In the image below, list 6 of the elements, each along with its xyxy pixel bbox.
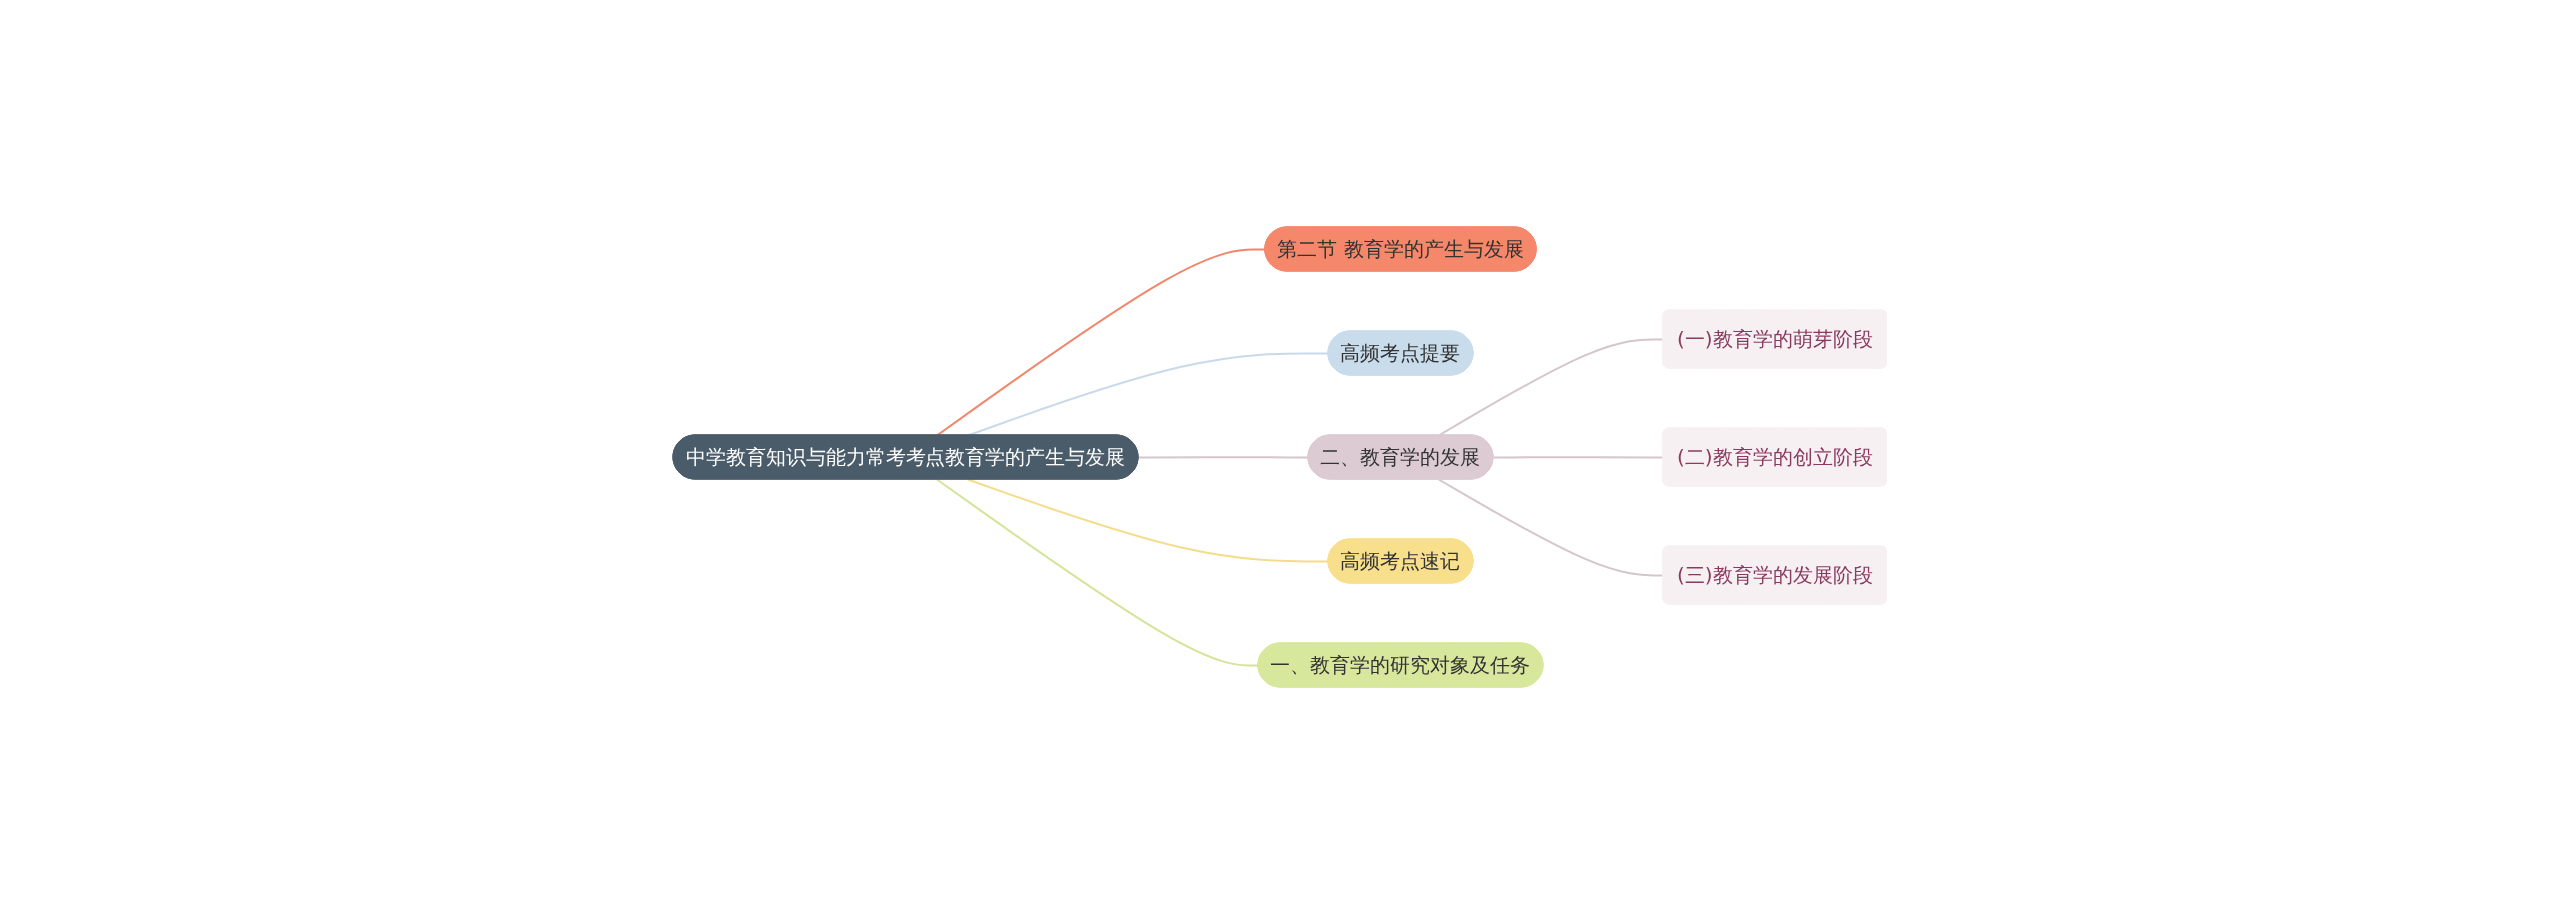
connector — [1137, 455, 1310, 458]
connector — [1437, 478, 1665, 576]
connector — [936, 478, 1260, 666]
connector — [1492, 455, 1665, 458]
connector — [967, 478, 1330, 562]
connector — [936, 247, 1267, 436]
